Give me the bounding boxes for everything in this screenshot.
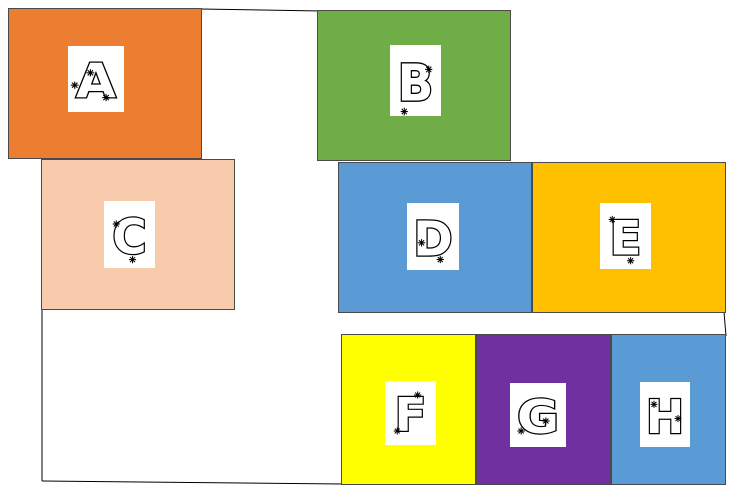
block-e: E: [532, 162, 726, 313]
sparkle-icon: [627, 257, 635, 265]
letter-card-h: H: [640, 382, 690, 447]
sparkle-icon: [414, 391, 422, 399]
letter-card-d: D: [407, 203, 459, 270]
block-letter-g: G: [517, 391, 559, 445]
sparkle-icon: [86, 69, 95, 77]
block-letter-d: D: [413, 211, 453, 267]
block-c: C: [41, 159, 235, 310]
block-letter-e: E: [609, 211, 641, 266]
sparkle-icon: [393, 427, 401, 435]
letter-card-c: C: [104, 201, 155, 268]
block-letter-c: C: [112, 210, 146, 266]
sparkle-icon: [102, 93, 110, 102]
connector-bottom: [41, 480, 344, 485]
sparkle-icon: [417, 239, 426, 247]
sparkle-icon: [608, 215, 616, 224]
block-a: A: [8, 8, 202, 159]
block-f: F: [341, 334, 476, 485]
sparkle-icon: [425, 65, 433, 74]
block-d: D: [338, 162, 532, 313]
sparkle-icon: [436, 255, 444, 264]
connector-a-b: [199, 8, 322, 12]
sparkle-icon: [517, 427, 526, 435]
sparkle-icon: [541, 417, 550, 425]
letter-card-a: A: [68, 46, 124, 112]
sparkle-icon: [128, 255, 137, 264]
letter-card-g: G: [510, 383, 566, 447]
connector-e-h-right: [723, 311, 727, 337]
block-letter-f: F: [394, 388, 426, 441]
letter-card-e: E: [600, 203, 651, 269]
block-b: B: [317, 10, 511, 161]
block-letter-b: B: [398, 54, 434, 113]
sparkle-icon: [400, 107, 408, 116]
letter-card-f: F: [385, 381, 436, 445]
letter-card-b: B: [390, 45, 441, 116]
sparkle-icon: [112, 220, 120, 228]
sparkle-icon: [70, 81, 79, 89]
block-h: H: [611, 334, 726, 485]
block-letter-a: A: [76, 53, 117, 109]
block-g: G: [476, 334, 611, 485]
sparkle-icon: [674, 415, 682, 423]
sparkle-icon: [650, 400, 658, 408]
